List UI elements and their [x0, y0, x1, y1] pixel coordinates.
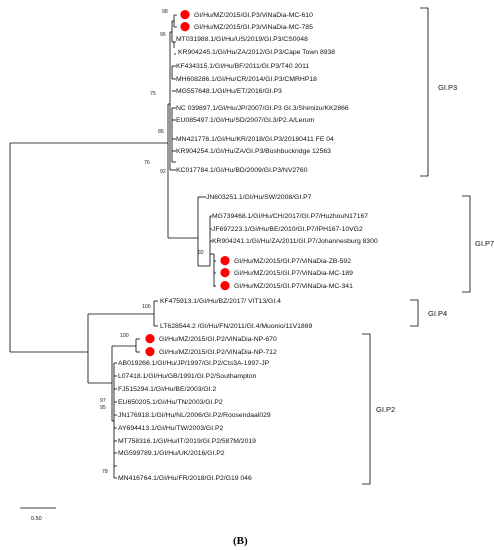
panel-label: (B) — [233, 535, 248, 547]
bootstrap-value: 100 — [120, 333, 129, 339]
leaf-label: KC017784.1/GI/Hu/BD/2009/GI.P3/NV2760 — [176, 167, 308, 174]
leaf-label: AB019266.1/GI/Hu/JP/1997/GI.P2/Cts3A-199… — [118, 360, 270, 367]
highlight-marker — [220, 256, 230, 266]
leaf-labels: GI/Hu/MZ/2015/GI.P3/ViNaDia-MC-610 GI/Hu… — [118, 12, 378, 482]
scale-bar-label: 0.50 — [31, 516, 42, 522]
bracket-p3 — [420, 7, 429, 177]
bootstrap-value: 96 — [160, 32, 166, 38]
leaf-label: L07418.1/GI/Hu/GB/1991/GI.P2/Southampton — [118, 373, 257, 380]
leaf-label: MT031988.1/GI/Hu/US/2019/GI.P3/CS0048 — [176, 36, 308, 43]
leaf-label: KR904241.1/GI/Hu/ZA/2011/GI.P7/Johannesb… — [212, 238, 378, 245]
highlight-marker — [220, 281, 230, 291]
leaf-label: MN421776.1/GI/Hu/KR/2018/GI.P3/20180411 … — [176, 136, 334, 143]
bootstrap-value: 98 — [162, 9, 168, 15]
leaf-label: GI/Hu/MZ/2015/GI.P3/ViNaDia-MC-785 — [194, 24, 313, 31]
group-label-p2: GI.P2 — [376, 405, 395, 414]
tree-branches — [9, 14, 216, 479]
leaf-label: AY694413.1/GI/Hu/TW/2003/GI.P2 — [118, 425, 224, 432]
leaf-label: NC 039897.1/GI/Hu/JP/2007/GI.P3 GI.3/Shi… — [176, 105, 349, 112]
highlight-markers — [145, 10, 230, 357]
bracket-p7 — [462, 195, 471, 293]
leaf-label: GI/Hu/MZ/2015/GI.P2/ViNaDia-NP-670 — [159, 336, 277, 343]
highlight-marker — [220, 268, 230, 278]
group-label-p4: GI.P4 — [428, 309, 447, 318]
leaf-label: GI/Hu/MZ/2015/GI.P7/ViNaDia-MC-341 — [234, 283, 353, 290]
leaf-label: KF434315.1/GI/Hu/BF/2011/GI.P3/T40 2011 — [176, 63, 309, 70]
leaf-label: JF697223.1/GI/Hu/BE/2010/GI.P7/IPH167-10… — [212, 226, 363, 233]
highlight-marker — [180, 10, 190, 20]
leaf-label: GI/Hu/MZ/2015/GI.P3/ViNaDia-MC-610 — [194, 12, 313, 19]
bootstrap-value: 92 — [198, 250, 204, 256]
leaf-label: MT758316.1/GI/Hu/IT/2019/GI.P2/587M/2019 — [118, 438, 256, 445]
bootstrap-value: 76 — [144, 160, 150, 166]
leaf-label: FJ515294.1/GI/Hu/BE/2003/GI.2 — [118, 386, 216, 393]
group-brackets — [362, 7, 471, 485]
leaf-label: JN176918.1/GI/Hu/NL/2006/GI.P2/Roosendaa… — [118, 412, 271, 419]
leaf-label: JN603251.1/GI/Hu/SW/2008/GI.P7 — [206, 194, 312, 201]
group-labels: GI.P3 GI.P7 GI.P4 GI.P2 — [376, 83, 494, 414]
bootstrap-value: 75 — [150, 91, 156, 97]
highlight-marker — [145, 347, 155, 357]
leaf-label: MG599789.1/GI/Hu/UK/2016/GI.P2 — [118, 450, 225, 457]
bootstrap-value: 78 — [102, 469, 108, 475]
leaf-label: LT628544.2 /GI/Hu/FN/2011/GI.4/Muonio/11… — [160, 323, 312, 330]
leaf-label: EU650205.1/GI/Hu/TN/2003/GI.P2 — [118, 399, 223, 406]
bootstrap-value: 85 — [158, 129, 164, 135]
group-label-p7: GI.P7 — [475, 239, 494, 248]
bootstrap-value: 100 — [142, 304, 151, 310]
leaf-label: EU085497.1/GI/Hu/SD/2007/GI.3/P2.A/Lerum — [176, 117, 315, 124]
group-label-p3: GI.P3 — [438, 83, 457, 92]
leaf-label: GI/Hu/MZ/2015/GI.P7/ViNaDia-ZB-592 — [234, 258, 351, 265]
highlight-marker — [145, 334, 155, 344]
scale-bar: 0.50 — [20, 507, 56, 522]
bracket-p2 — [362, 333, 371, 485]
leaf-label: KR904245.1/GI/Hu/ZA/2012/GI.P3/Cape Town… — [178, 49, 335, 56]
leaf-label: KF475913.1/GI/Hu/BZ/2017/ VIT13/GI.4 — [160, 298, 281, 305]
leaf-label: GI/Hu/MZ/2015/GI.P2/ViNaDia-NP-712 — [159, 349, 277, 356]
leaf-label: MG557648.1/GI/Hu/ET/2016/GI.P3 — [176, 88, 282, 95]
bootstrap-value: 95 — [100, 405, 106, 411]
bracket-p4 — [410, 299, 419, 327]
highlight-marker — [180, 22, 190, 32]
leaf-label: MH608286.1/GI/Hu/CR/2014/GI.P3/CMRHP18 — [176, 76, 317, 83]
leaf-label: KR904254.1/GI/Hu/ZA/GI.P3/Bushbuckridge … — [176, 148, 331, 155]
bootstrap-value: 92 — [160, 169, 166, 175]
leaf-label: MN416764.1/GI/Hu/FR/2018/GI.P2/G19 046 — [118, 475, 252, 482]
leaf-label: GI/Hu/MZ/2015/GI.P7/ViNaDia-MC-189 — [234, 270, 353, 277]
bootstrap-value: 97 — [100, 398, 106, 404]
leaf-label: MG739468.1/GI/Hu/CH/2017/GI.P7/HuzhouN17… — [212, 213, 368, 220]
bootstrap-values: 98 96 75 85 76 92 92 100 100 97 95 78 — [100, 9, 204, 475]
